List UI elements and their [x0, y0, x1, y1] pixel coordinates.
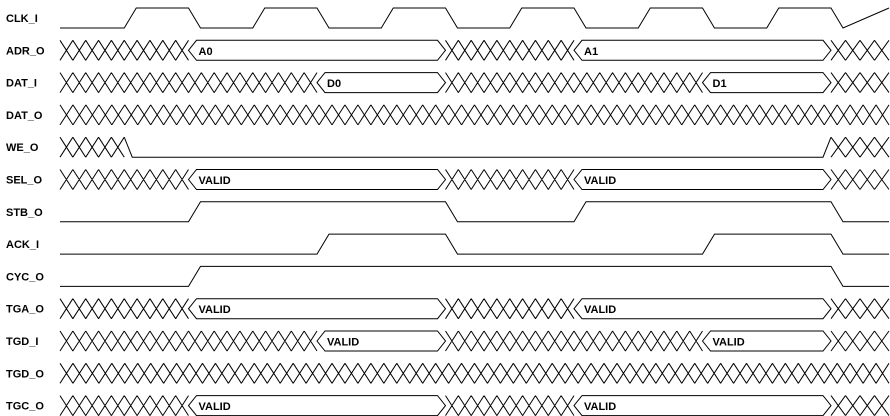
unknown-region: [830, 395, 890, 416]
unknown-region: [59, 40, 189, 61]
unknown-region: [59, 169, 189, 190]
valid-region: [701, 330, 832, 352]
unknown-region: [445, 298, 575, 319]
valid-region: [573, 298, 832, 320]
bus-label-valid: VALID: [199, 175, 231, 187]
bus-label-valid: VALID: [584, 304, 616, 316]
unknown-region: [830, 330, 890, 352]
unknown-region: [59, 363, 890, 384]
unknown-region: [59, 395, 189, 416]
bus-label-valid: VALID: [584, 175, 616, 187]
signal-names: CLK_I ADR_O DAT_I DAT_O WE_O SEL_O STB_O ACK_I C…: [6, 13, 45, 413]
valid-region: [573, 169, 832, 190]
signal-name-sel-o: SEL_O: [6, 175, 43, 187]
unknown-region: [445, 72, 703, 93]
bus-label-d1: D1: [713, 78, 727, 90]
signal-name-dat-i: DAT_I: [6, 78, 37, 90]
unknown-region: [830, 72, 890, 93]
low-level: [123, 137, 832, 158]
signal-name-cyc-o: CYC_O: [6, 271, 44, 283]
bus-label-a1: A1: [584, 46, 598, 58]
signal-name-clk-i: CLK_I: [6, 13, 38, 25]
signal-name-tgd-i: TGD_I: [6, 336, 38, 348]
unknown-region: [830, 40, 890, 61]
unknown-region: [830, 298, 890, 319]
waveform-tga-o: VALID VALID: [59, 298, 890, 320]
unknown-region: [59, 298, 189, 319]
logic-trace: [60, 233, 889, 255]
signal-name-tga-o: TGA_O: [6, 304, 44, 316]
waveform-we-o: [59, 136, 890, 158]
waveform-dat-o: [59, 104, 890, 126]
unknown-region: [830, 136, 890, 158]
unknown-region: [830, 169, 890, 190]
waveform-tgd-o: [59, 363, 890, 384]
bus-label-valid: VALID: [199, 304, 231, 316]
valid-region: [316, 330, 447, 352]
waveform-tgc-o: VALID VALID: [59, 395, 890, 416]
bus-label-valid: VALID: [584, 401, 616, 413]
waveform-clk-i: [60, 7, 890, 29]
unknown-region: [59, 330, 318, 352]
unknown-region: [445, 330, 703, 352]
unknown-region: [59, 136, 125, 158]
clock-trace: [60, 7, 890, 29]
valid-region: [573, 39, 832, 61]
bus-label-d0: D0: [327, 78, 341, 90]
signal-name-ack-i: ACK_I: [6, 239, 39, 251]
bus-label-a0: A0: [199, 46, 213, 58]
signal-name-adr-o: ADR_O: [6, 45, 45, 57]
valid-region: [701, 72, 832, 94]
valid-region: [187, 298, 447, 320]
waveform-adr-o: A0 A1: [59, 39, 890, 61]
waveform-ack-i: [60, 233, 889, 255]
signal-name-stb-o: STB_O: [6, 207, 43, 219]
unknown-region: [59, 104, 890, 126]
signal-name-tgd-o: TGD_O: [6, 368, 44, 380]
logic-trace: [60, 201, 889, 223]
valid-region: [187, 39, 447, 61]
unknown-region: [445, 169, 575, 190]
signal-name-tgc-o: TGC_O: [6, 401, 44, 413]
bus-label-valid: VALID: [199, 401, 231, 413]
waveform-tgd-i: VALID VALID: [59, 330, 890, 352]
waveform-stb-o: [60, 201, 889, 223]
signal-name-dat-o: DAT_O: [6, 110, 43, 122]
waveform-dat-i: D0 D1: [59, 72, 890, 94]
bus-label-valid: VALID: [713, 337, 745, 349]
unknown-region: [445, 40, 575, 61]
unknown-region: [445, 395, 575, 416]
unknown-region: [59, 72, 318, 93]
signal-name-we-o: WE_O: [6, 142, 39, 154]
bus-label-valid: VALID: [327, 337, 359, 349]
waveform-sel-o: VALID VALID: [59, 169, 890, 190]
logic-trace: [60, 265, 889, 287]
valid-region: [187, 169, 447, 190]
waveform-cyc-o: [60, 265, 889, 287]
valid-region: [316, 72, 447, 94]
